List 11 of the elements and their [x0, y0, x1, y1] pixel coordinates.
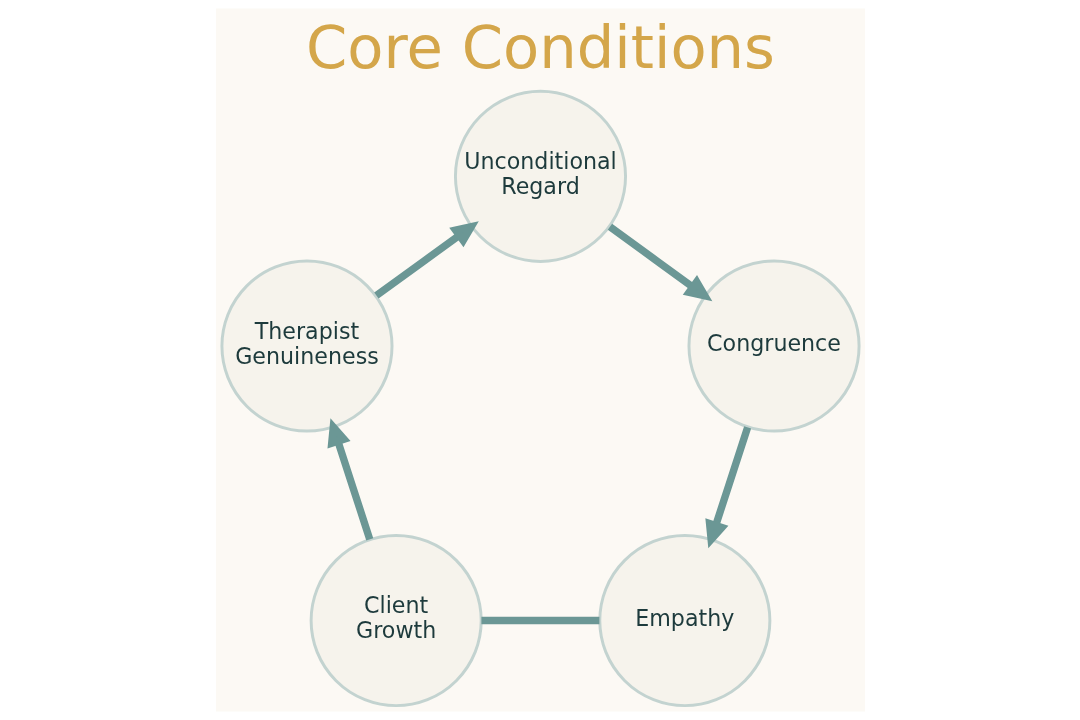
node-circle: Unconditional Regard — [453, 89, 627, 263]
connector — [480, 616, 599, 625]
node-circle: Empathy — [597, 534, 771, 708]
diagram-title: Core Conditions — [305, 12, 775, 82]
arrow — [327, 418, 373, 541]
arrow — [607, 223, 712, 302]
node-circle: Congruence — [687, 259, 861, 433]
node-circle: Therapist Genuineness — [219, 259, 393, 433]
arrow — [373, 221, 479, 299]
arrow — [704, 426, 751, 549]
node-circle: Client Growth — [309, 534, 483, 708]
